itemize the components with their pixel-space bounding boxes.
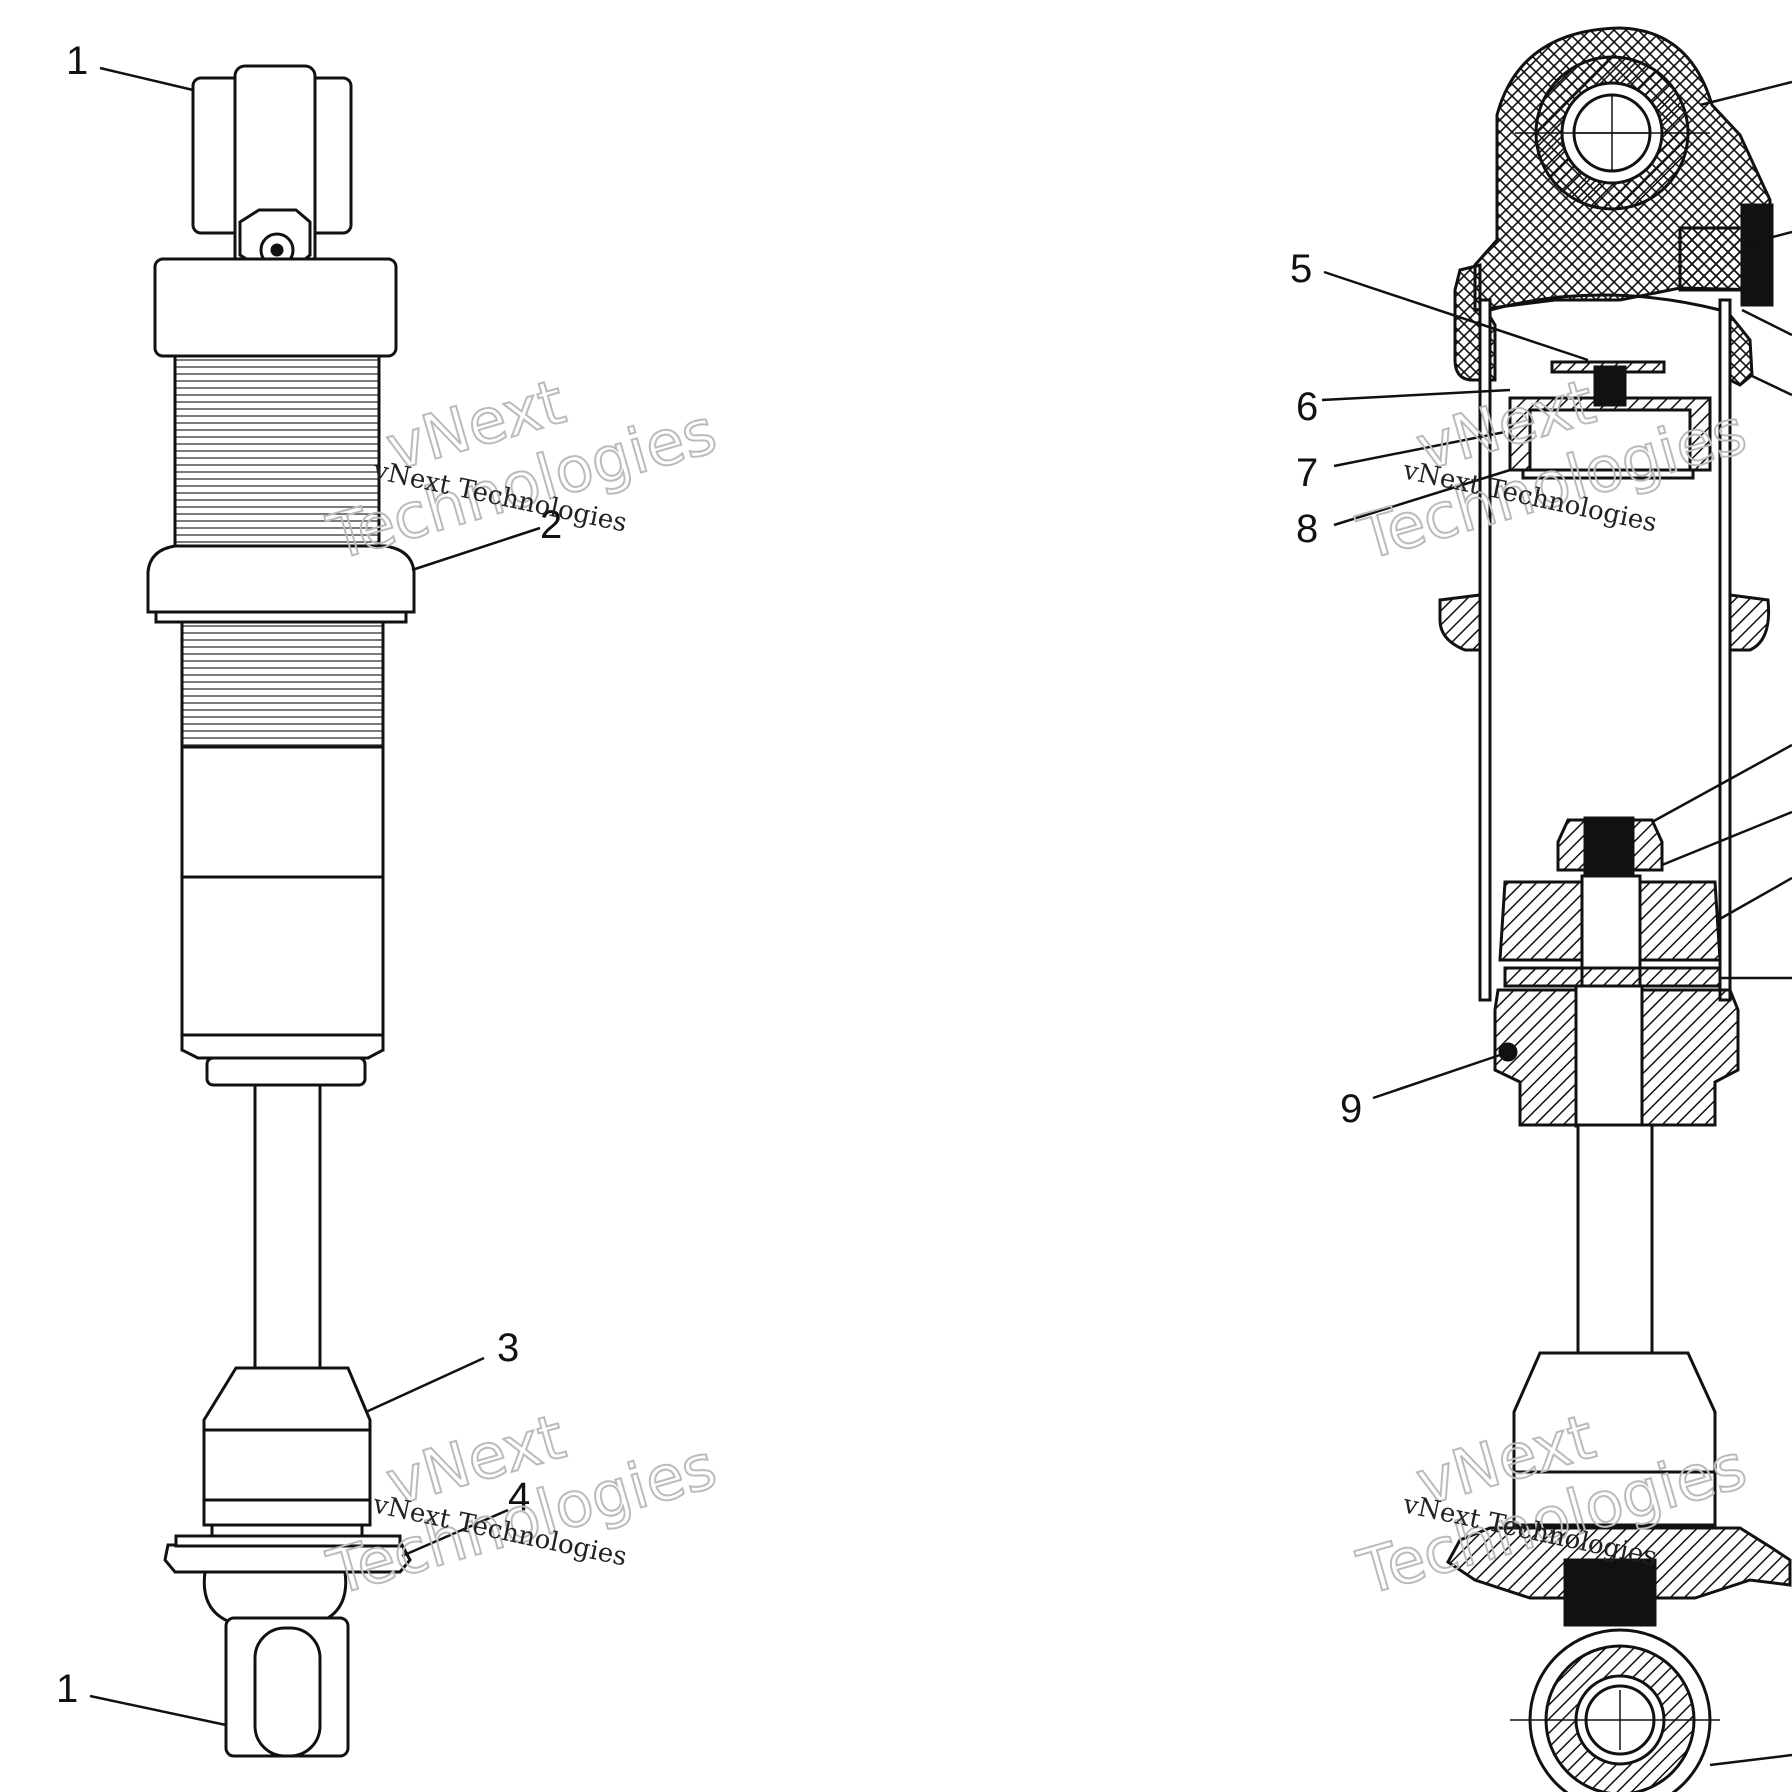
section-piston-rod: [1576, 1123, 1654, 1357]
left-leader-lines: [89, 66, 541, 1727]
section-bump-stop: [1512, 1351, 1717, 1527]
piston-rod: [253, 1083, 322, 1372]
section-seal-head: [1493, 984, 1740, 1128]
callout-left-2: 2: [540, 503, 562, 547]
watermark-right-top: vNext Technologies: [1349, 364, 1755, 576]
section-valve: [1678, 203, 1774, 307]
shock-cross-section: [1438, 26, 1792, 1792]
section-spring-seat: [1438, 593, 1771, 652]
callout-left-bottom-1: 1: [56, 1667, 78, 1711]
top-eyelet: [191, 64, 353, 313]
section-lower-spring-cup: [1446, 1526, 1792, 1627]
threaded-body-lower: [180, 620, 385, 749]
callout-right-7: 7: [1296, 451, 1318, 495]
callout-left-3: 3: [497, 1326, 519, 1370]
lower-spring-cup: [163, 1534, 412, 1574]
callout-right-9: 9: [1340, 1087, 1362, 1131]
section-main-piston: [1498, 816, 1722, 988]
callout-left-top-1: 1: [66, 39, 88, 83]
right-callouts: 5 6 7 8 9: [1290, 247, 1362, 1131]
callout-right-6: 6: [1296, 385, 1318, 429]
adjuster-ring: [146, 544, 416, 624]
left-callouts: 1 2 3 4 1: [56, 39, 562, 1711]
callout-left-4: 4: [508, 1475, 530, 1519]
section-bottom-eyelet: [1510, 1628, 1720, 1792]
callout-right-5: 5: [1290, 247, 1312, 291]
callout-right-8: 8: [1296, 507, 1318, 551]
shock-body: [180, 745, 385, 1087]
bump-stop: [202, 1366, 372, 1539]
bottom-eyelet: [202, 1570, 350, 1758]
shock-external-view: [146, 64, 416, 1758]
section-floating-piston: [1508, 360, 1712, 480]
right-leader-lines: [1321, 80, 1792, 1767]
body-cap: [153, 257, 398, 358]
